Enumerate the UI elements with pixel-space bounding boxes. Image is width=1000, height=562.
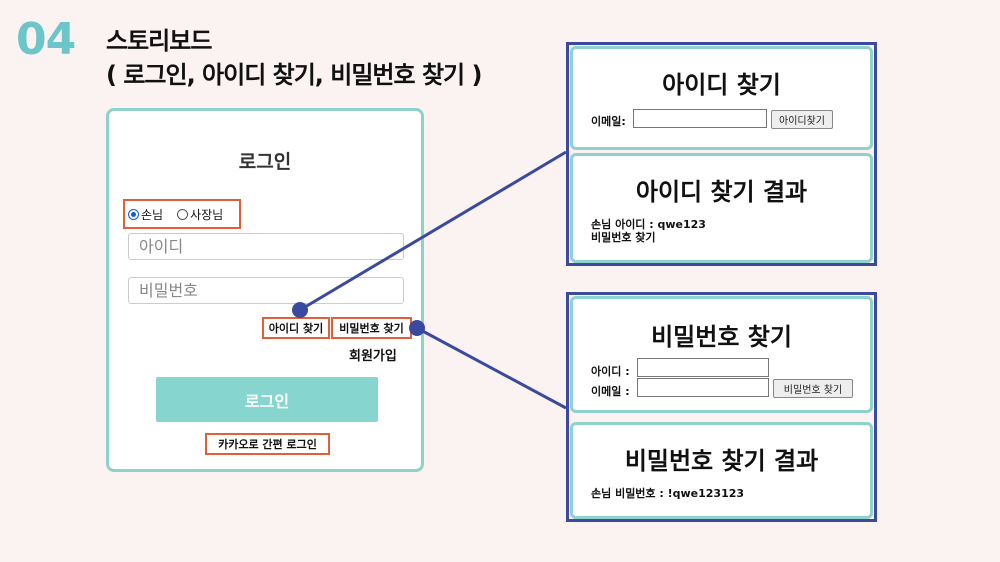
find-id-email-input[interactable] <box>633 109 767 128</box>
connector-find-password <box>416 326 567 410</box>
find-password-result-title: 비밀번호 찾기 결과 <box>624 447 819 475</box>
radio-owner[interactable] <box>177 208 189 220</box>
find-password-id-label: 아이디 : <box>591 365 630 378</box>
find-password-panel: 비밀번호 찾기 아이디 : 이메일 : 비밀번호 찾기 <box>570 296 873 413</box>
find-id-result-panel: 아이디 찾기 결과 손님 아이디 : qwe123 비밀번호 찾기 <box>570 153 873 263</box>
find-password-link[interactable]: 비밀번호 찾기 <box>331 317 412 339</box>
find-id-button[interactable]: 아이디찾기 <box>771 110 833 129</box>
role-guest-option[interactable]: 손님 <box>128 206 163 223</box>
radio-guest[interactable] <box>128 208 139 220</box>
find-password-result-panel: 비밀번호 찾기 결과 손님 비밀번호 : !qwe123123 <box>570 422 873 519</box>
slide-title: 스토리보드 ( 로그인, 아이디 찾기, 비밀번호 찾기 ) <box>106 24 482 92</box>
find-id-title: 아이디 찾기 <box>662 71 781 99</box>
find-password-email-label: 이메일 : <box>591 385 630 398</box>
slide-title-line2: ( 로그인, 아이디 찾기, 비밀번호 찾기 ) <box>106 61 482 89</box>
connector-dot-find-id <box>292 302 308 318</box>
slide-title-line1: 스토리보드 <box>106 27 212 55</box>
password-input[interactable]: 비밀번호 <box>128 277 404 304</box>
signup-link[interactable]: 회원가입 <box>349 349 397 364</box>
find-id-result-password-link[interactable]: 비밀번호 찾기 <box>591 231 656 244</box>
connector-find-id <box>299 150 567 312</box>
id-input[interactable]: 아이디 <box>128 233 404 260</box>
find-id-panel: 아이디 찾기 이메일: 아이디찾기 <box>570 46 873 150</box>
login-button[interactable]: 로그인 <box>156 377 378 422</box>
find-id-link[interactable]: 아이디 찾기 <box>262 317 330 339</box>
role-owner-option[interactable]: 사장님 <box>177 206 223 223</box>
login-heading: 로그인 <box>238 151 292 173</box>
find-id-result-title: 아이디 찾기 결과 <box>635 178 808 206</box>
role-guest-label: 손님 <box>141 207 164 222</box>
role-selector: 손님 사장님 <box>123 199 241 229</box>
slide-number: 04 <box>16 14 76 65</box>
role-owner-label: 사장님 <box>190 207 224 222</box>
find-password-frame: 비밀번호 찾기 아이디 : 이메일 : 비밀번호 찾기 비밀번호 찾기 결과 손… <box>566 292 877 522</box>
find-password-email-input[interactable] <box>637 378 769 397</box>
kakao-login-link[interactable]: 카카오로 간편 로그인 <box>205 433 330 455</box>
find-password-id-input[interactable] <box>637 358 769 377</box>
find-password-button[interactable]: 비밀번호 찾기 <box>773 379 853 398</box>
find-id-frame: 아이디 찾기 이메일: 아이디찾기 아이디 찾기 결과 손님 아이디 : qwe… <box>566 42 877 266</box>
find-id-result-id: 손님 아이디 : qwe123 <box>591 218 706 231</box>
find-password-title: 비밀번호 찾기 <box>651 323 792 351</box>
find-id-email-label: 이메일: <box>591 115 626 128</box>
connector-dot-find-password <box>409 320 425 336</box>
login-card: 로그인 손님 사장님 아이디 비밀번호 아이디 찾기 비밀번호 찾기 회원가입 … <box>106 108 424 472</box>
find-password-result-text: 손님 비밀번호 : !qwe123123 <box>591 487 745 500</box>
